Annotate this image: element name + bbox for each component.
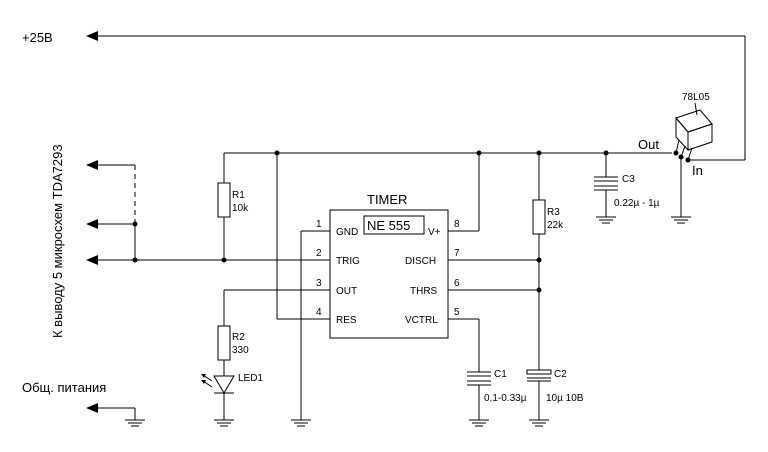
pin-8-name: V+ (428, 227, 441, 238)
r1-ref: R1 (232, 190, 245, 201)
regulator-side (687, 123, 713, 151)
five-volt-rail (224, 150, 672, 156)
resistor-r3 (532, 153, 546, 370)
pin-5-num: 5 (454, 307, 460, 318)
capacitor-c1 (467, 319, 491, 427)
c2-value: 10µ 10В (546, 393, 584, 404)
output-arrow-icon-3 (86, 255, 98, 265)
regulator-top (675, 109, 713, 133)
ground-arrow-icon (86, 403, 98, 413)
pin-3-name: OUT (336, 286, 357, 297)
supply-line (86, 31, 746, 161)
c1-ref: C1 (494, 369, 507, 380)
c3-ref: C3 (622, 174, 635, 185)
r2-value: 330 (232, 345, 249, 356)
r1-value: 10k (232, 203, 249, 214)
ic-part: NE 555 (367, 218, 410, 233)
c1-value: 0.1-0.33µ (484, 393, 527, 404)
pin-2-name: TRIG (336, 256, 360, 267)
regulator-out-label: Out (638, 137, 659, 152)
r3-ref: R3 (547, 207, 560, 218)
pin-6-num: 6 (454, 278, 460, 289)
pin1-ground (291, 231, 311, 427)
regulator-in-label: In (692, 163, 703, 178)
c2-ref: C2 (554, 369, 567, 380)
pin-1-num: 1 (316, 219, 322, 230)
pin-7-name: DISCH (405, 256, 436, 267)
ic-title: TIMER (367, 192, 407, 207)
pin-4-num: 4 (316, 307, 322, 318)
supply-label: +25В (22, 30, 53, 45)
pin-2-num: 2 (316, 248, 322, 259)
ground-label: Общ. питания (22, 380, 106, 395)
r2-ref: R2 (232, 332, 245, 343)
output-arrow-icon-1 (86, 160, 98, 170)
pin-3-num: 3 (316, 278, 322, 289)
resistor-r1 (217, 153, 231, 263)
regulator-78l05 (671, 102, 713, 224)
pin-5-name: VCTRL (405, 315, 438, 326)
supply-arrow-icon (86, 31, 98, 41)
r3-value: 22k (547, 220, 564, 231)
side-label: К выводу 5 микросхем TDA7293 (50, 144, 65, 338)
output-arrow-icon-2 (86, 219, 98, 229)
pin-1-name: GND (336, 227, 358, 238)
pin-6-name: THRS (410, 286, 438, 297)
capacitor-c2 (526, 369, 552, 427)
output-arrows (86, 160, 330, 265)
pin-8-num: 8 (454, 219, 460, 230)
pin-4-name: RES (336, 315, 357, 326)
common-ground (86, 403, 145, 427)
out-branch (213, 289, 301, 427)
c3-value: 0.22µ - 1µ (614, 198, 660, 209)
ic-ne555 (301, 209, 539, 339)
led1-ref: LED1 (238, 373, 263, 384)
pin-7-num: 7 (454, 248, 460, 259)
regulator-part: 78L05 (682, 92, 710, 103)
led-light-icon (201, 374, 213, 388)
capacitor-c3 (594, 153, 618, 224)
